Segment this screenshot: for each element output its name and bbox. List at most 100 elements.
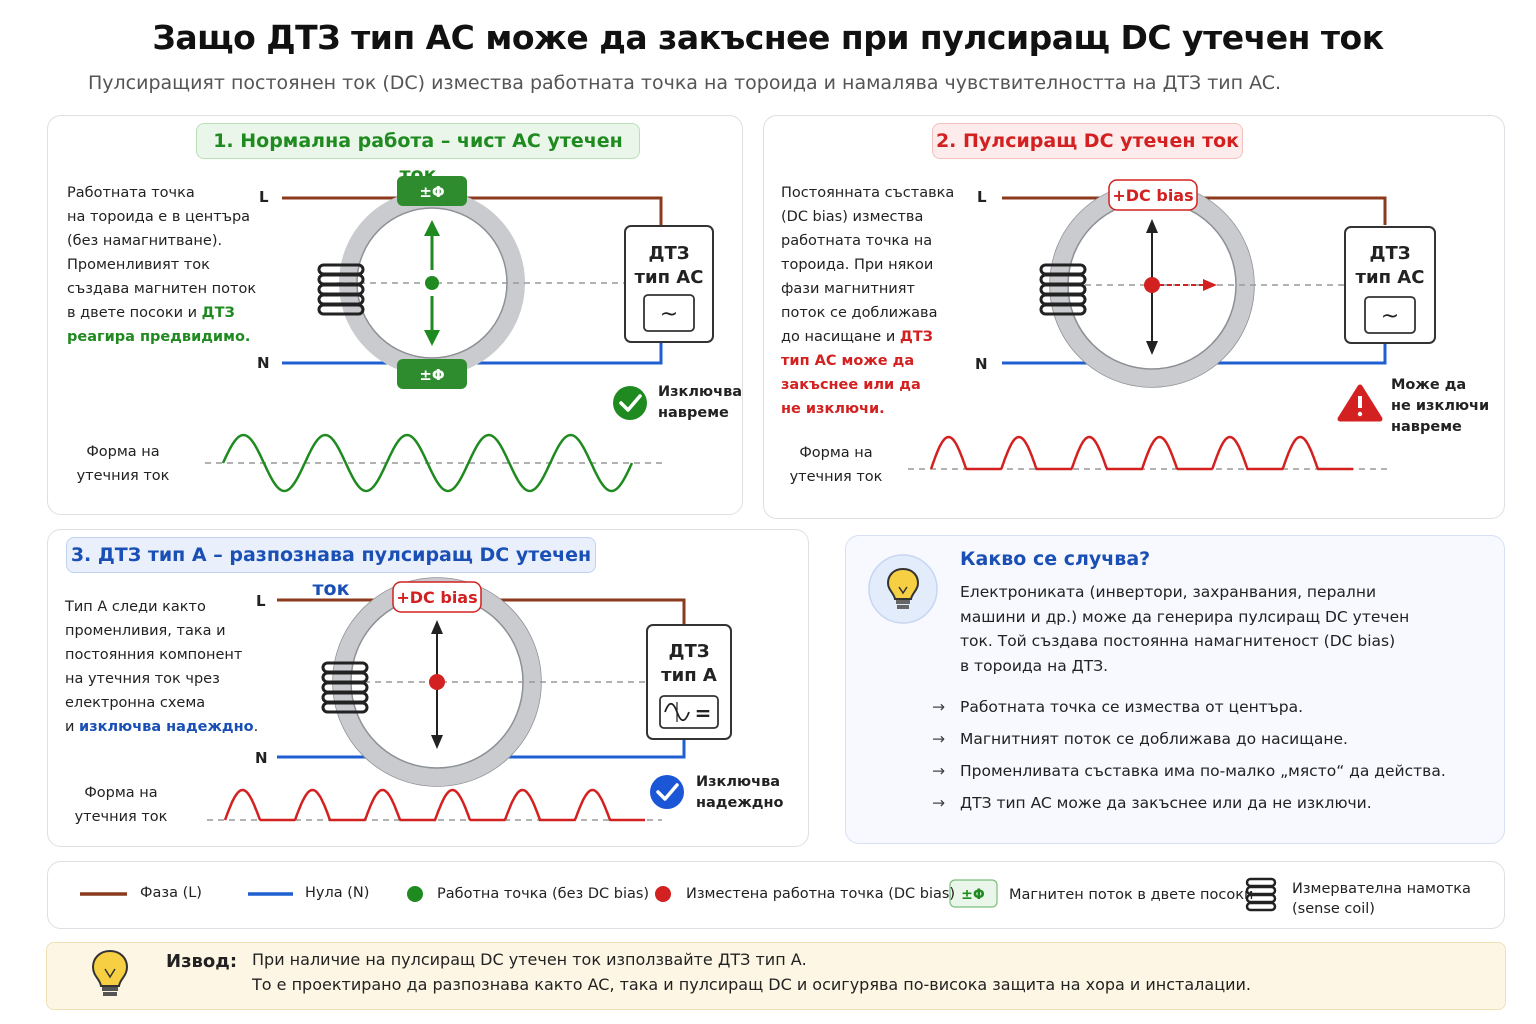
panel2-desc-line: поток се доближава	[781, 305, 938, 321]
panel1-desc-line: създава магнитен поток	[67, 281, 257, 297]
panel3-desc-line: Тип А следи както	[65, 599, 206, 615]
panel3-status-l1: Изключва	[696, 774, 781, 790]
phase-label: L	[977, 188, 987, 206]
ac-waveform	[221, 433, 634, 493]
flux-badge-bottom	[397, 359, 467, 389]
legend-flux-label: Магнитен поток в двете посоки	[1009, 887, 1254, 903]
wave-label-l1: Форма на	[84, 785, 158, 801]
info-bullet: → Променливата съставка има по-малко „мяс…	[932, 762, 1446, 780]
panel2-desc-line: (DC bias) измества	[781, 209, 924, 225]
info-bullet: → ДТЗ тип AC може да закъснее или да не и…	[932, 794, 1372, 812]
legend-op-point-label: Работна точка (без DC bias)	[437, 886, 650, 902]
panel1-title: 1. Нормална работа – чист AC утечен ток	[196, 123, 640, 186]
check-icon	[650, 775, 684, 809]
info-bullet-text: Магнитният поток се доближава до насищан…	[960, 730, 1348, 748]
wave-label-l2: утечния ток	[74, 809, 168, 825]
info-bullet-text: Работната точка се измества от центъра.	[960, 698, 1304, 716]
conclusion-banner	[46, 942, 1506, 1010]
panel1-desc-line: в двете посоки и ДТЗ	[67, 301, 257, 325]
info-bullet: → Магнитният поток се доближава до насища…	[932, 730, 1348, 748]
panel1-wave-label: Форма на утечния ток	[68, 440, 178, 488]
rcd-device-line1: ДТЗ	[1369, 243, 1410, 264]
panel1-desc-line: Работната точка	[67, 185, 195, 201]
legend-flux-badge-text: ±Φ	[961, 887, 985, 903]
panel2-desc-line-text: до насищане и	[781, 329, 896, 345]
panel3-desc-line: променливия, така и	[65, 623, 226, 639]
panel1-status-l2: навреме	[658, 405, 729, 421]
legend-coil-l2: (sense coil)	[1292, 901, 1375, 917]
panel3-diagram: +DC bias L N ДТЗ тип А =	[207, 577, 732, 822]
legend-phase-label: Фаза (L)	[140, 885, 202, 901]
panel3-desc-highlight: изключва надеждно	[79, 719, 254, 735]
panel2-desc-highlight-line: не изключи.	[781, 401, 885, 417]
flux-badge-top-text: ±Φ	[419, 183, 444, 201]
panel2-status-l2: не изключи	[1391, 398, 1490, 414]
rcd-device-line1: ДТЗ	[648, 243, 689, 264]
panel2-status-l1: Може да	[1391, 377, 1467, 393]
info-bullet-text: Променливата съставка има по-малко „мяст…	[960, 762, 1446, 780]
flux-up-arrow-icon	[424, 220, 440, 270]
dc-bias-badge	[392, 581, 482, 613]
ac-symbol-icon: ~	[1381, 304, 1399, 329]
info-panel	[845, 535, 1505, 844]
info-body-line: ток. Той създава постоянна намагнитеност…	[960, 632, 1396, 650]
panel2-desc-line: до насищане и ДТЗ	[781, 325, 981, 349]
pulsating-dc-waveform	[223, 788, 645, 822]
panel3-desc-line: електронна схема	[65, 695, 206, 711]
sense-coil-icon	[1039, 263, 1087, 316]
flux-up-arrow-icon	[431, 620, 443, 682]
panel2-diagram: +DC bias L N ДТЗ тип AC ~	[908, 179, 1436, 471]
arrow-right-icon: →	[932, 730, 945, 748]
panel3-title: 3. ДТЗ тип А – разпознава пулсиращ DC ут…	[66, 537, 596, 600]
dc-bias-badge	[1108, 179, 1198, 211]
panel1-desc-highlight: ДТЗ	[201, 305, 235, 321]
info-lightbulb-icon	[868, 554, 938, 624]
rcd-device-line2: тип А	[661, 665, 717, 686]
panel3-wave-label: Форма на утечния ток	[66, 781, 176, 829]
conclusion-line2: То е проектирано да разпознава както AC,…	[252, 975, 1251, 994]
panel1-desc-line: (без намагнитване).	[67, 233, 223, 249]
flux-badge-bottom-text: ±Φ	[419, 366, 444, 384]
arrow-right-icon: →	[932, 698, 945, 716]
arrow-right-icon: →	[932, 794, 945, 812]
panel3-desc-prefix: и	[65, 719, 75, 735]
panel1-diagram: ±Φ ±Φ L N ДТЗ тип AC ~	[205, 176, 714, 493]
dc-symbol-icon: =	[695, 701, 712, 725]
panel2-desc-line: тороида. При някои	[781, 257, 934, 273]
panel1-description: Работната точка на тороида е в центъра (…	[67, 181, 257, 349]
wave-label-l2: утечния ток	[76, 468, 170, 484]
legend-coil-label: Измервателна намотка (sense coil)	[1292, 879, 1471, 919]
rcd-device-line2: тип AC	[635, 267, 704, 288]
panel1-desc-line: Променливият ток	[67, 257, 210, 273]
wave-label-l1: Форма на	[799, 445, 873, 461]
panel3-status: Изключва надеждно	[696, 772, 783, 814]
legend-neutral-label: Нула (N)	[305, 885, 370, 901]
wave-label-l2: утечния ток	[789, 469, 883, 485]
rcd-symbol-box	[643, 294, 695, 332]
legend-coil-l1: Измервателна намотка	[1292, 881, 1471, 897]
legend-flux-badge	[949, 879, 998, 908]
panel2-wave-label: Форма на утечния ток	[781, 441, 891, 489]
info-body-line: машини и др.) може да генерира пулсиращ …	[960, 607, 1410, 626]
info-bullet: → Работната точка се измества от центъра.	[932, 698, 1303, 716]
rcd-device-line2: тип AC	[1356, 267, 1425, 288]
info-bullet-text: ДТЗ тип AC може да закъснее или да не из…	[960, 794, 1372, 812]
legend-shifted-point-label: Изместена работна точка (DC bias)	[686, 886, 956, 902]
shifted-operating-point	[429, 674, 445, 690]
arrow-right-icon: →	[932, 762, 945, 780]
page-subtitle: Пулсиращият постоянен ток (DC) измества …	[88, 72, 1282, 94]
panel3-desc-line: и изключва надеждно.	[65, 715, 265, 739]
neutral-label: N	[257, 354, 270, 372]
panel2-status: Може да не изключи навреме	[1391, 375, 1489, 438]
neutral-label: N	[975, 355, 988, 373]
legend-shifted-point	[655, 886, 671, 902]
conclusion-label: Извод:	[166, 951, 238, 972]
shifted-operating-point	[1144, 277, 1160, 293]
phase-label: L	[256, 592, 266, 610]
operating-point	[425, 276, 439, 290]
shift-arrow-icon	[1159, 279, 1217, 291]
neutral-label: N	[255, 749, 268, 767]
ac-symbol-icon: ~	[660, 302, 678, 327]
conclusion-line1: При наличие на пулсиращ DC утечен ток из…	[252, 950, 807, 969]
panel1-desc-line-text: в двете посоки и	[67, 305, 198, 321]
